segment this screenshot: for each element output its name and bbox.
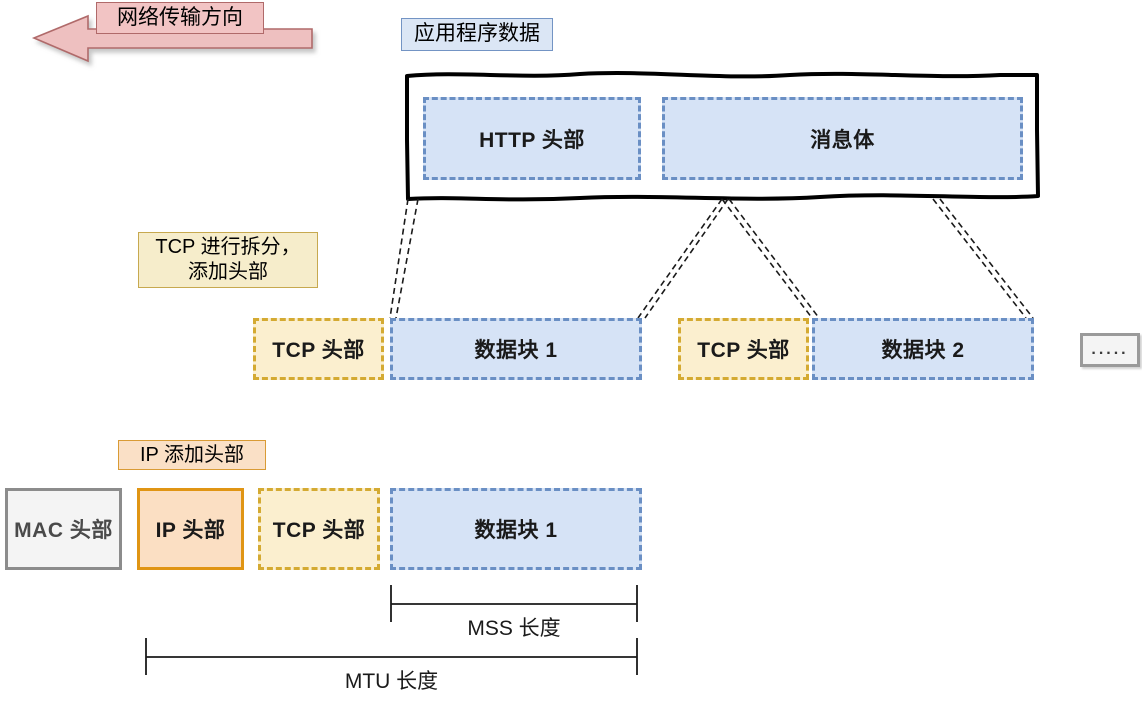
connector-line [637, 198, 723, 319]
connector-line [644, 198, 729, 319]
tcp-split-caption: TCP 进行拆分， 添加头部 [138, 232, 318, 288]
ip-layer-data-block-1: 数据块 1 [390, 488, 642, 570]
transmission-direction-label: 网络传输方向 [96, 2, 264, 34]
connector-line [728, 198, 820, 319]
app-data-caption: 应用程序数据 [401, 18, 553, 51]
ip-header-caption: IP 添加头部 [118, 440, 266, 470]
app-block-message-body: 消息体 [662, 97, 1023, 180]
tcp-header-block-1: TCP 头部 [253, 318, 384, 380]
ip-header-block: IP 头部 [137, 488, 244, 570]
mac-header-block: MAC 头部 [5, 488, 122, 570]
app-block-http-header: HTTP 头部 [423, 97, 641, 180]
mss-length-label: MSS 长度 [467, 617, 561, 640]
connector-line [389, 198, 409, 319]
connector-line [721, 198, 813, 319]
connector-line [939, 198, 1034, 319]
mtu-length-label: MTU 长度 [344, 670, 439, 693]
connector-line [395, 198, 419, 319]
tcp-header-block-2: TCP 头部 [678, 318, 809, 380]
tcp-data-block-1: 数据块 1 [390, 318, 642, 380]
connector-line [932, 198, 1027, 319]
ip-layer-tcp-header-block: TCP 头部 [258, 488, 380, 570]
tcp-data-block-2: 数据块 2 [812, 318, 1034, 380]
tcp-ellipsis-block: ..... [1080, 333, 1140, 367]
